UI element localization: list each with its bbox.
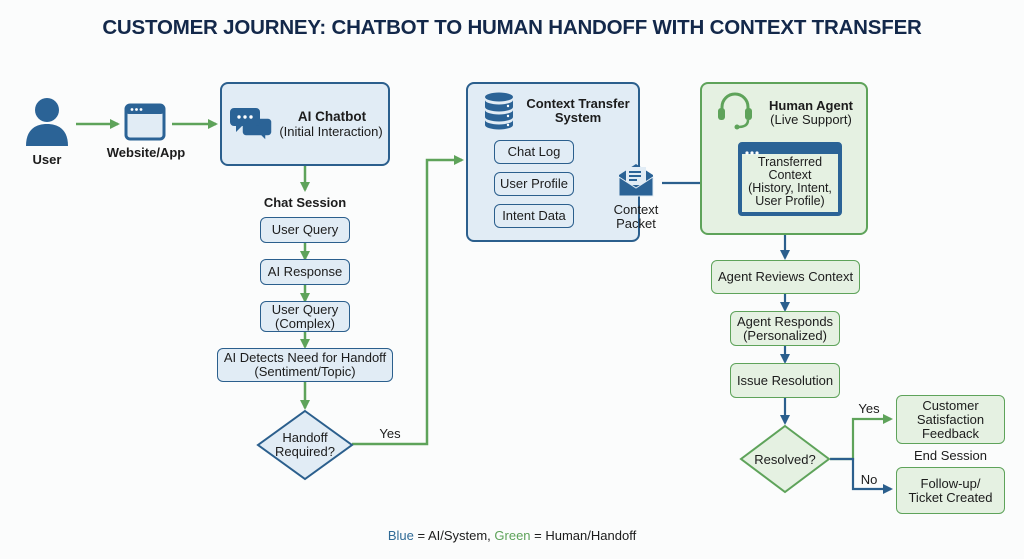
arrow-resolved-yes xyxy=(830,414,893,461)
color-legend: Blue = AI/System, Green = Human/Handoff xyxy=(0,528,1024,543)
database-icon xyxy=(484,92,514,130)
outcome-line: Feedback xyxy=(921,425,980,441)
ai-chatbot-panel[interactable]: AI Chatbot (Initial Interaction) xyxy=(220,82,390,166)
item-chat-log[interactable]: Chat Log xyxy=(494,140,574,164)
chatbot-subtitle: (Initial Interaction) xyxy=(279,124,383,139)
outcome-line: Satisfaction xyxy=(916,411,985,427)
diagram-title: CUSTOMER JOURNEY: CHATBOT TO HUMAN HANDO… xyxy=(102,16,922,39)
decision-sublabel: Required? xyxy=(275,444,335,459)
resolved-yes-label: Yes xyxy=(858,401,880,416)
step-label: AI Response xyxy=(267,264,343,279)
item-label: Chat Log xyxy=(507,144,561,159)
outcome-follow-up-ticket[interactable]: Follow-up/ Ticket Created xyxy=(896,467,1005,514)
step-user-query[interactable]: User Query xyxy=(260,217,350,243)
screen-line-2: Context xyxy=(768,168,812,182)
step-sublabel: (Complex) xyxy=(275,315,335,331)
resolved-no-label: No xyxy=(860,472,878,487)
outcome-satisfaction-feedback[interactable]: Customer Satisfaction Feedback xyxy=(896,395,1005,444)
user-icon xyxy=(23,96,71,148)
screen-line-4: User Profile) xyxy=(755,194,825,208)
chatbot-title: AI Chatbot xyxy=(297,109,367,124)
arrow-yes-to-context xyxy=(352,155,464,446)
outcome-line: Customer xyxy=(922,397,979,413)
step-label: Issue Resolution xyxy=(736,372,834,388)
handoff-decision[interactable]: Handoff Required? xyxy=(256,409,354,481)
item-intent-data[interactable]: Intent Data xyxy=(494,204,574,228)
screen-line-1: Transferred xyxy=(757,155,823,169)
step-sublabel: (Sentiment/Topic) xyxy=(254,364,356,379)
legend-green-meaning: = Human/Handoff xyxy=(530,528,637,543)
human-agent-subtitle: (Live Support) xyxy=(770,112,852,127)
resolved-decision[interactable]: Resolved? xyxy=(739,424,831,494)
item-label: User Profile xyxy=(500,176,568,191)
step-agent-reviews[interactable]: Agent Reviews Context xyxy=(711,260,860,294)
human-agent-panel[interactable]: Human Agent (Live Support) Transferred C… xyxy=(700,82,868,235)
step-sublabel: (Personalized) xyxy=(743,327,827,343)
outcome-line: Follow-up/ xyxy=(920,475,981,491)
step-label: Agent Reviews Context xyxy=(717,269,854,284)
step-label: AI Detects Need for Handoff xyxy=(223,350,387,365)
handoff-yes-label: Yes xyxy=(379,426,401,441)
end-session-label: End Session xyxy=(914,448,987,463)
context-system-title: Context Transfer xyxy=(526,96,630,111)
chat-session-heading: Chat Session xyxy=(263,195,347,210)
packet-sublabel: Packet xyxy=(616,216,656,231)
step-ai-response[interactable]: AI Response xyxy=(260,259,350,285)
step-label: Agent Responds xyxy=(736,313,834,329)
user-label: User xyxy=(32,152,62,167)
transferred-context-screen[interactable]: Transferred Context (History, Intent, Us… xyxy=(738,142,842,216)
window-dots-icon xyxy=(744,144,768,155)
legend-blue-word: Blue xyxy=(387,528,414,543)
screen-line-3: (History, Intent, xyxy=(748,181,832,195)
decision-label: Resolved? xyxy=(754,452,816,467)
step-label: User Query xyxy=(271,222,339,237)
step-label: User Query xyxy=(271,301,339,317)
step-agent-responds[interactable]: Agent Responds (Personalized) xyxy=(730,311,840,346)
browser-window-icon xyxy=(124,103,166,141)
outcome-line: Ticket Created xyxy=(908,489,993,505)
step-ai-detects-handoff[interactable]: AI Detects Need for Handoff (Sentiment/T… xyxy=(217,348,393,382)
envelope-icon xyxy=(617,161,655,199)
website-label: Website/App xyxy=(106,145,186,160)
item-label: Intent Data xyxy=(502,208,566,223)
arrow-resolved-no xyxy=(830,457,893,494)
human-agent-title: Human Agent xyxy=(768,98,854,113)
chat-bubbles-icon xyxy=(230,106,274,143)
step-issue-resolution[interactable]: Issue Resolution xyxy=(730,363,840,398)
packet-label: Context xyxy=(613,202,659,217)
legend-blue-meaning: = AI/System, xyxy=(413,528,495,543)
context-system-title-line2: System xyxy=(554,110,602,125)
legend-green-word: Green xyxy=(494,528,531,543)
step-user-query-complex[interactable]: User Query (Complex) xyxy=(260,301,350,332)
decision-label: Handoff xyxy=(282,430,328,445)
headset-icon xyxy=(716,90,754,130)
item-user-profile[interactable]: User Profile xyxy=(494,172,574,196)
